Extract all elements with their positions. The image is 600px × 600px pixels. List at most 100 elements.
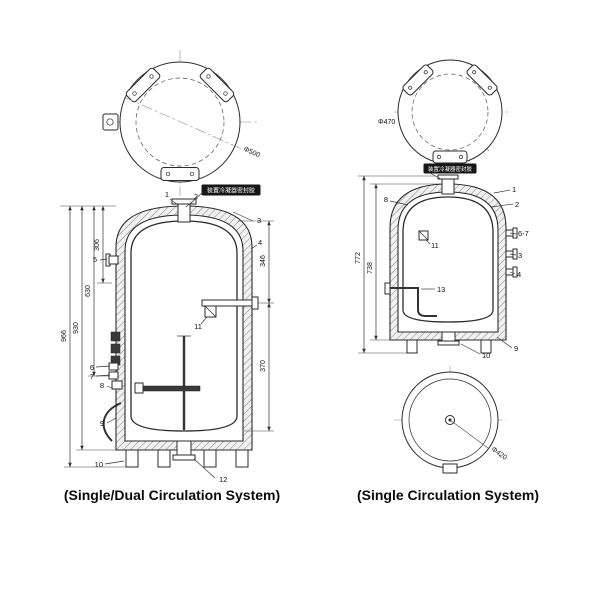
- callout-1: 1: [165, 190, 169, 199]
- flange-pad-top-left: [125, 67, 161, 103]
- callout-8: 8: [384, 195, 388, 204]
- tank-inner-circle: [408, 378, 492, 462]
- label-tag: [418, 230, 429, 241]
- sealant-note: 装置冷凝器密封胶: [423, 163, 477, 180]
- leg-4: [235, 449, 249, 468]
- stub5: [108, 255, 119, 265]
- dim-body-height: 738: [367, 262, 374, 274]
- caption-right: (Single Circulation System): [357, 487, 539, 503]
- leg-2: [480, 339, 492, 354]
- left-callouts: 1 2 3 4 5 6 7 8 9 10 11 12: [90, 190, 262, 484]
- outlet-pipe: [201, 299, 253, 307]
- sealant-note-leader: [429, 172, 442, 180]
- leg-2: [157, 449, 171, 468]
- stub7: [108, 371, 119, 380]
- element-connector: [134, 382, 144, 394]
- flange-pad-top-left: [402, 64, 434, 96]
- side-coupling-2: [110, 343, 121, 354]
- dim-top-section: 306: [94, 239, 101, 251]
- callout-10: 10: [95, 460, 103, 469]
- top-port: [171, 198, 197, 223]
- callout-2: 2: [194, 192, 198, 201]
- diameter-leader: [449, 419, 489, 449]
- callout-12: 12: [219, 475, 227, 484]
- flange-pad-top-right: [466, 64, 498, 96]
- vessel-internals: [102, 331, 201, 442]
- sealant-note: 装置冷凝器密封胶: [190, 184, 261, 204]
- callout-1: 1: [512, 185, 516, 194]
- sealant-note-text: 装置冷凝器密封胶: [207, 187, 255, 195]
- callout-11: 11: [431, 241, 439, 250]
- diameter-label: Φ500: [242, 146, 261, 159]
- diameter-label: Φ470: [378, 119, 395, 126]
- caption-left: (Single/Dual Circulation System): [64, 487, 280, 503]
- sealant-note-text: 装置冷凝器密封胶: [428, 165, 473, 173]
- right-top-view: Φ470: [378, 59, 508, 165]
- callout-11: 11: [194, 322, 202, 331]
- left-wall-fittings: [105, 253, 123, 390]
- stub67-flange: [512, 227, 518, 239]
- callout-2: 2: [515, 200, 519, 209]
- callout-4: 4: [517, 270, 521, 279]
- legs-and-bottom-port: [406, 331, 492, 354]
- legs-and-bottom-port: [125, 440, 249, 468]
- side-fitting: [102, 113, 119, 131]
- left-dimensions: 966 930 630 306: [60, 205, 138, 468]
- callout-10: 10: [482, 351, 490, 360]
- heating-element: [142, 385, 201, 392]
- callout-3: 3: [257, 216, 261, 225]
- callout-9: 9: [100, 419, 104, 428]
- callout-5: 5: [93, 255, 97, 264]
- side-coupling-1: [110, 331, 121, 342]
- flange-pad-top-right: [199, 67, 235, 103]
- dim-upper-right: 346: [260, 255, 267, 267]
- top-port-neck: [441, 177, 455, 195]
- leg-1: [406, 339, 418, 354]
- sealant-note-box: [201, 184, 261, 196]
- dim-overall-height: 966: [61, 330, 68, 342]
- top-port-flange: [437, 174, 459, 180]
- tank-inner-dashed-circle: [411, 73, 489, 151]
- dim-body-height: 930: [73, 322, 80, 334]
- stub4-flange: [512, 266, 518, 278]
- dim-overall-height: 772: [355, 252, 362, 264]
- inlet-flange: [384, 282, 391, 295]
- right-section-view: 772 738 装置冷凝器密封胶: [355, 163, 529, 360]
- label-tag: [204, 305, 217, 318]
- dim-mid-height: 630: [85, 285, 92, 297]
- diameter-label: Φ420: [490, 446, 508, 462]
- left-top-view: Φ500: [102, 50, 261, 196]
- diameter-dimension-line: [123, 96, 243, 150]
- right-bottom-view: Φ420: [394, 366, 508, 474]
- callout-9: 9: [514, 344, 518, 353]
- stub8: [111, 380, 123, 390]
- inner-vessel: [130, 220, 238, 432]
- right-outlet: 346 370: [201, 220, 274, 432]
- top-port-neck: [177, 202, 191, 223]
- right-wall-fittings: [505, 227, 518, 278]
- leg-3: [203, 449, 217, 468]
- right-callouts: 1 2 8 6-7 3 4 11 13 9 10: [384, 185, 529, 360]
- callout-3: 3: [518, 251, 522, 260]
- top-port-flange: [171, 198, 197, 205]
- internal-pipe: [390, 287, 437, 317]
- right-dimensions: 772 738: [355, 175, 444, 354]
- callout-4: 4: [258, 238, 262, 247]
- bottom-port-flange: [172, 454, 196, 461]
- bottom-port-neck: [176, 440, 192, 457]
- flange-pad-bottom: [432, 150, 468, 164]
- bottom-port-flange: [437, 340, 460, 346]
- left-section-view: 966 930 630 306 装置冷凝器密封胶: [60, 184, 274, 484]
- drain-hose: [102, 402, 122, 442]
- vessel-internals: [384, 230, 437, 317]
- leg-1: [125, 449, 139, 468]
- callout-13: 13: [437, 285, 445, 294]
- outlet-flange: [251, 296, 259, 310]
- bottom-fitting: [442, 463, 458, 474]
- callout-8: 8: [100, 381, 104, 390]
- dim-lower-right: 370: [260, 360, 267, 372]
- stub3-flange: [512, 248, 518, 260]
- callout-6: 6: [90, 363, 94, 372]
- stub6: [108, 362, 119, 371]
